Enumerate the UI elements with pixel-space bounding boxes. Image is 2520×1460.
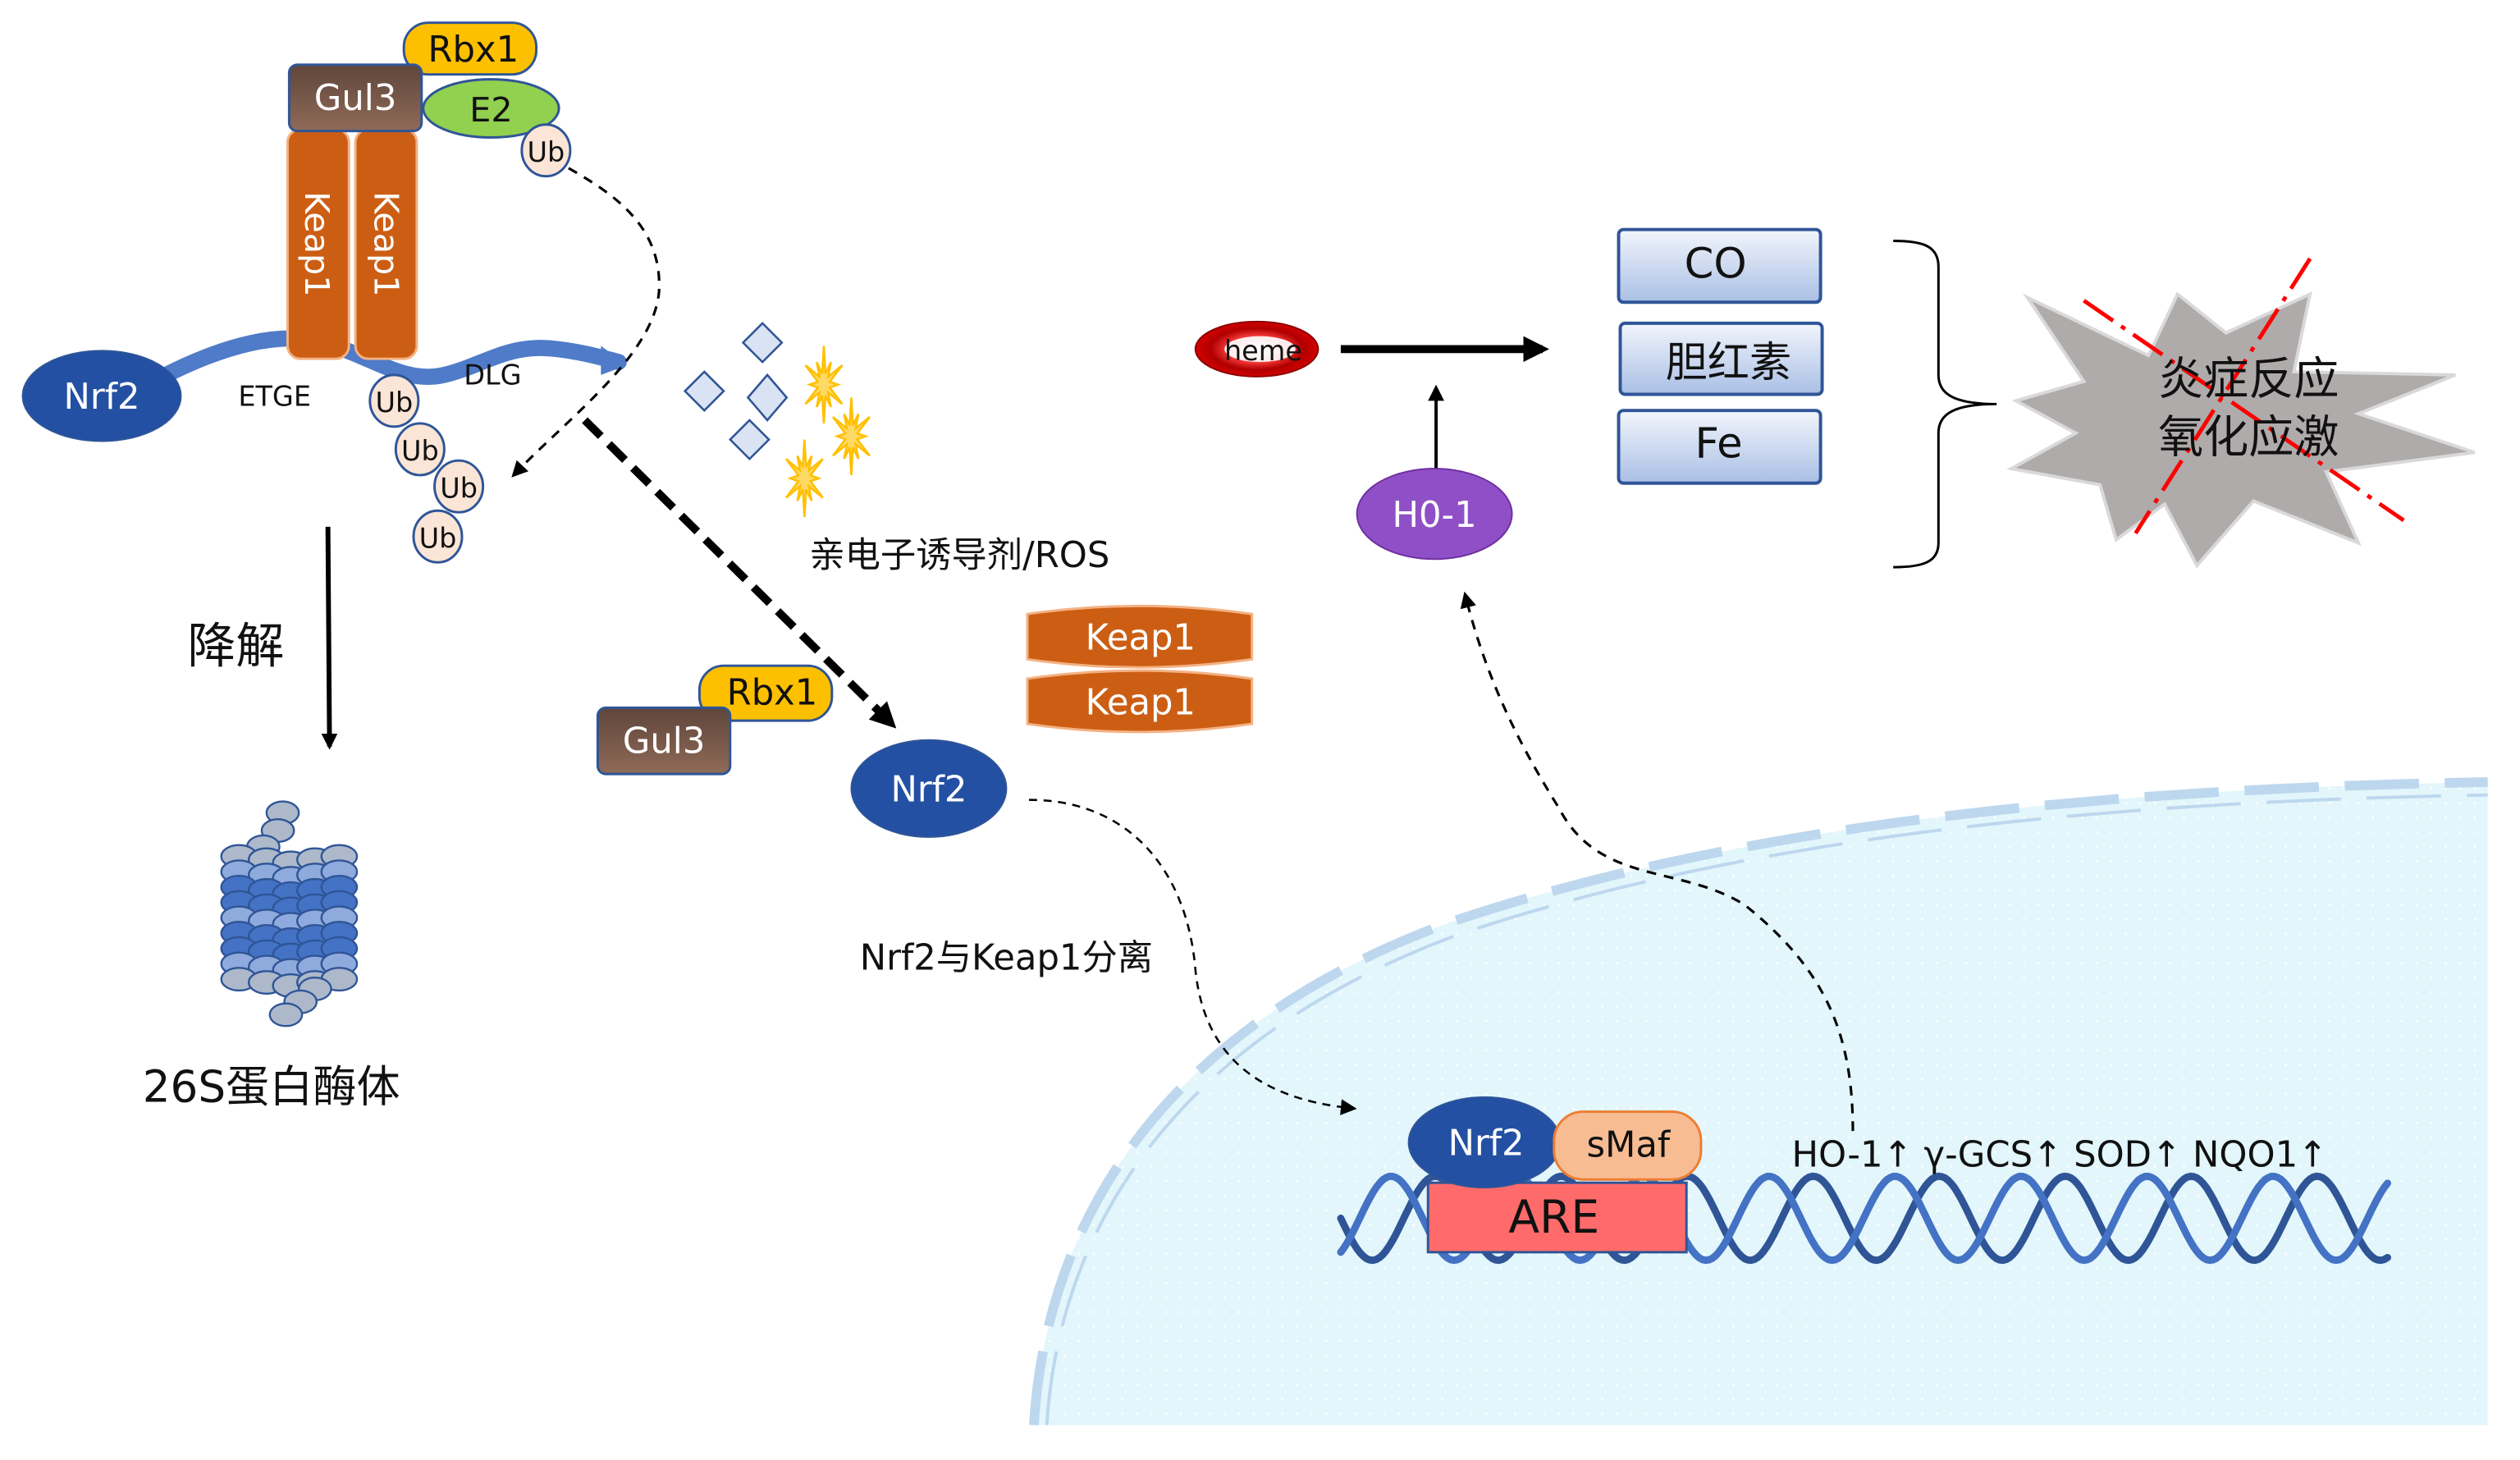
outcome-inflammation-label: 炎症反应 (2158, 352, 2339, 405)
are-box (1426, 1181, 1688, 1254)
released-rbx1-label: Rbx1 (727, 672, 818, 713)
keap1-cul3-complex: Keap1 Keap1 Rbx1 Gul3 E2 Ub Nrf2 ETGE DL… (21, 21, 661, 564)
released-gul3-label: Gul3 (623, 721, 706, 762)
ub-chain-4-label: Ub (419, 523, 457, 555)
product-label-fe: Fe (1695, 419, 1743, 468)
nucleus-membrane-inner (1045, 793, 2488, 1426)
gul3-label: Gul3 (314, 78, 397, 119)
product-label-co: CO (1685, 240, 1747, 289)
degradation-arrow (321, 526, 338, 750)
target-genes-label: HO-1↑ γ-GCS↑ SOD↑ NQO1↑ (1791, 1134, 2327, 1175)
ros-bursts (784, 346, 871, 518)
released-keap1-stack: Keap1 Keap1 (1026, 604, 1254, 734)
nuclear-complex: ARE Nrf2 sMaf HO-1↑ γ-GCS↑ SOD↑ NQO1↑ (1337, 591, 2392, 1265)
nrf2-strand (145, 330, 627, 390)
nuclear-translocation-arrow (1028, 799, 1357, 1115)
nrf2-ellipse (21, 350, 182, 442)
smaf-box (1553, 1110, 1703, 1181)
ub-chain-1 (368, 373, 420, 428)
etge-label: ETGE (238, 380, 311, 412)
keap1-label-left: Keap1 (297, 191, 336, 296)
ub-e2-label: Ub (528, 136, 565, 168)
released-keap1-bottom (1026, 669, 1254, 734)
released-gul3-box (596, 706, 732, 776)
outcome-starburst (2006, 291, 2476, 569)
ub-transfer-arrow (511, 167, 661, 478)
ho1-label: H0-1 (1392, 495, 1476, 536)
smaf-label: sMaf (1586, 1125, 1671, 1166)
heme-label: heme (1224, 335, 1302, 367)
product-box-bilirubin (1618, 321, 1824, 396)
electrophile-diamond-2 (683, 370, 725, 412)
product-box-co (1617, 227, 1823, 304)
ros-burst-icon (804, 346, 844, 423)
heme-ring-hole (1224, 336, 1296, 363)
nucleus-body (1033, 781, 2488, 1426)
ub-chain-1-label: Ub (375, 387, 413, 419)
released-keap1-top (1026, 604, 1254, 669)
ub-chain: Ub Ub Ub Ub (368, 373, 485, 564)
released-rbx1-box (697, 664, 834, 722)
activation-arrow (582, 417, 897, 729)
dlg-label: DLG (464, 359, 521, 391)
ub-chain-2 (394, 422, 446, 477)
heme-pathway: heme H0-1 CO 胆红素 Fe 炎症反应 氧化应激 (1194, 227, 2476, 569)
released-components: Rbx1 Gul3 Nrf2 Keap1 Keap1 Nrf2与Keap1分离 (596, 604, 1357, 1115)
outcome-oxidative-stress-label: 氧化应激 (2158, 410, 2339, 463)
ub-e2 (520, 123, 572, 178)
proteasome-subunit (268, 1002, 304, 1027)
electrophiles (683, 322, 789, 461)
released-keap1-top-label: Keap1 (1086, 618, 1196, 659)
electrophile-diamond-3 (746, 373, 789, 422)
cross-line-2 (2134, 257, 2312, 535)
rbx1-label: Rbx1 (428, 30, 519, 71)
ros-burst-icon (784, 439, 824, 518)
inducer-label: 亲电子诱导剂/ROS (809, 535, 1109, 576)
e2-ellipse (422, 78, 560, 139)
inducer-section: 亲电子诱导剂/ROS (582, 322, 1109, 729)
degradation-section: 降解 26S蛋白酶体 (143, 526, 400, 1113)
nrf2-label: Nrf2 (64, 377, 140, 418)
nuclear-nrf2-label: Nrf2 (1448, 1124, 1525, 1165)
proteasome-26s (220, 800, 359, 1027)
cross-line-1 (2083, 299, 2405, 523)
ub-chain-2-label: Ub (401, 435, 439, 467)
inhibited-outcome: 炎症反应 氧化应激 (2006, 257, 2476, 569)
ub-chain-3-label: Ub (440, 472, 478, 504)
degradation-label: 降解 (187, 617, 284, 674)
keap1-label-right: Keap1 (367, 191, 406, 296)
products-brace (1893, 239, 1997, 569)
ho1-ellipse (1356, 468, 1513, 561)
released-nrf2-label: Nrf2 (890, 770, 967, 811)
products-list: CO 胆红素 Fe (1617, 227, 1824, 485)
released-keap1-bottom-label: Keap1 (1086, 682, 1196, 723)
electrophile-diamond-1 (741, 322, 784, 364)
rbx1-box (402, 21, 538, 76)
electrophile-diamond-4 (728, 419, 771, 461)
gul3-box (287, 63, 423, 133)
ub-chain-4 (412, 509, 464, 564)
nucleus-membrane (1029, 777, 2488, 1426)
ho1-expression-arrow (1460, 591, 1855, 1132)
product-box-fe (1617, 409, 1823, 485)
separation-label: Nrf2与Keap1分离 (860, 937, 1153, 978)
are-label: ARE (1508, 1191, 1599, 1243)
product-label-bilirubin: 胆红素 (1666, 338, 1792, 387)
released-nrf2-ellipse (850, 739, 1008, 838)
e2-label: E2 (469, 90, 512, 130)
nucleus (1029, 777, 2488, 1426)
proteasome-label: 26S蛋白酶体 (143, 1062, 400, 1113)
ros-burst-icon (831, 397, 871, 475)
ub-chain-3 (433, 459, 485, 514)
